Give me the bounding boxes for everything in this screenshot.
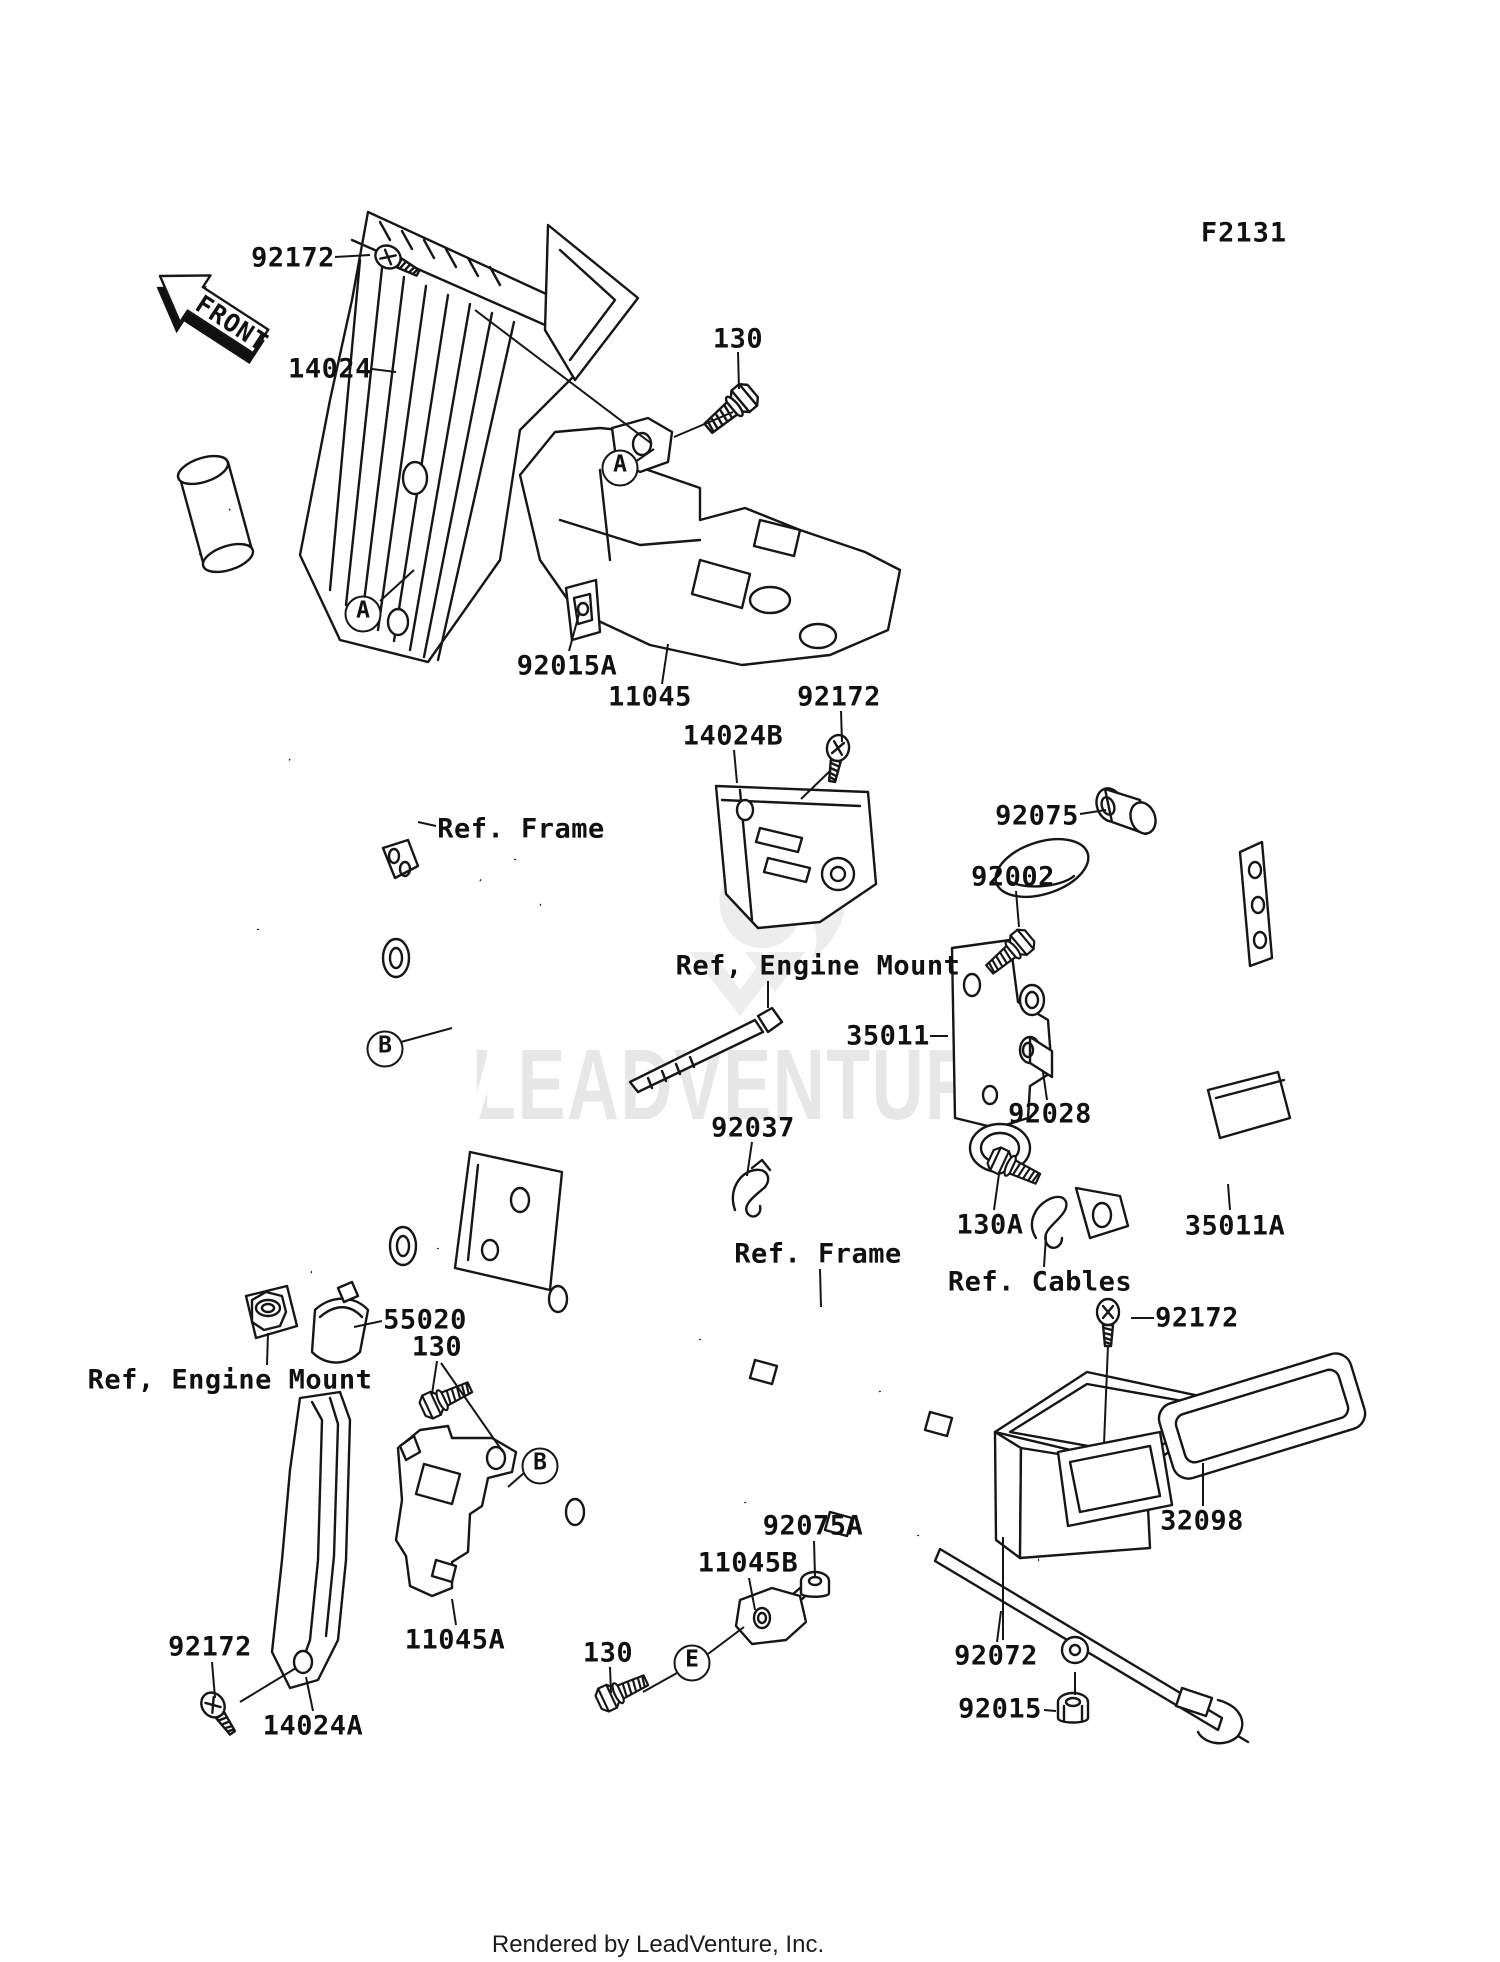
leader-line <box>239 1667 297 1703</box>
leader-line <box>673 411 734 438</box>
clamp-art <box>250 1280 477 1422</box>
leader-line <box>746 1141 753 1177</box>
leader-line <box>211 1661 216 1699</box>
leader-line <box>1015 890 1020 928</box>
front-direction-arrow: FRONT <box>156 274 274 364</box>
leader-line <box>353 1320 383 1328</box>
hook-clip-art <box>731 1158 772 1218</box>
leader-line <box>609 1666 612 1694</box>
engine-bracket-art <box>950 925 1054 1192</box>
leader-line <box>440 1362 504 1453</box>
leader-line <box>1079 809 1107 815</box>
bracket-11045a-art <box>394 1424 518 1598</box>
leader-line <box>748 1577 756 1611</box>
frame-art <box>176 454 564 1340</box>
leader-line <box>1227 1183 1231 1211</box>
leader-line <box>813 1540 816 1577</box>
leader-line <box>379 569 415 602</box>
cover-14024b-art <box>714 732 878 930</box>
leader-line <box>568 613 580 652</box>
leader-line <box>819 1268 822 1308</box>
leader-line <box>507 1472 525 1488</box>
diagram-code: F2131 <box>1200 217 1288 249</box>
leader-line <box>1042 1071 1048 1101</box>
leader-line <box>996 1610 1002 1643</box>
leader-line <box>737 351 740 390</box>
leader-line <box>993 1173 1000 1211</box>
damper-clip-art <box>564 578 602 642</box>
footer-credit: Rendered by LeadVenture, Inc. <box>491 1931 825 1958</box>
mount-bar-art <box>994 787 1293 1240</box>
leader-line <box>800 769 832 800</box>
cables-clip-art <box>1030 1195 1068 1249</box>
leader-line <box>661 643 669 685</box>
radiator-guard-art <box>298 210 640 664</box>
bracket-11045b-art <box>592 1570 831 1715</box>
battery-case-art <box>933 1297 1367 1745</box>
leader-line <box>431 1360 438 1395</box>
leadventure-watermark-text: LEADVENTURE <box>472 1029 1028 1141</box>
cover-14024a-art <box>195 1390 352 1741</box>
engine-mount-bolt-art <box>628 1006 784 1094</box>
leader-line <box>733 749 738 784</box>
leader-line <box>417 821 437 827</box>
leader-line <box>305 1676 314 1712</box>
leader-line <box>266 1332 269 1366</box>
leader-line <box>642 1672 678 1693</box>
leader-line <box>1103 1344 1109 1445</box>
leader-line <box>1043 1235 1047 1268</box>
leader-line <box>840 710 843 743</box>
leader-lines <box>211 254 1231 1712</box>
leader-line <box>400 1027 453 1043</box>
leader-line <box>334 254 371 258</box>
leader-line <box>371 368 397 373</box>
leader-line <box>1043 1709 1057 1712</box>
leader-line <box>451 1598 457 1626</box>
leader-line <box>707 1626 745 1655</box>
leader-line <box>474 309 653 445</box>
